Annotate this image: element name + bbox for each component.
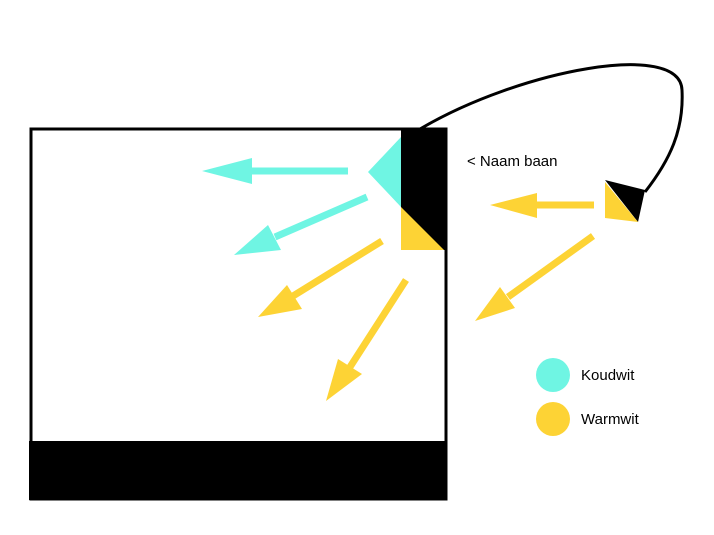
- main-fixture-warm-lamp: [401, 207, 444, 250]
- warm-arrow-1: [258, 238, 384, 317]
- warm-arrow-2: [326, 278, 409, 401]
- warm-arrow-4: [475, 233, 596, 321]
- track-cable: [419, 63, 684, 193]
- legend-cold-label: Koudwit: [581, 367, 635, 384]
- legend-warm-swatch: [536, 402, 570, 436]
- cold-arrow-1: [202, 158, 348, 184]
- warm-arrow-3: [490, 193, 594, 218]
- legend-cold-swatch: [536, 358, 570, 392]
- room-floor-bar: [29, 441, 446, 500]
- track-fixture-body: [605, 180, 645, 222]
- cold-arrow-2: [234, 193, 369, 255]
- track-fixture-warm-lamp: [605, 182, 638, 222]
- main-fixture-cold-lamp: [368, 137, 401, 207]
- legend-warm-label: Warmwit: [581, 411, 639, 428]
- track-name-label: < Naam baan: [467, 153, 558, 170]
